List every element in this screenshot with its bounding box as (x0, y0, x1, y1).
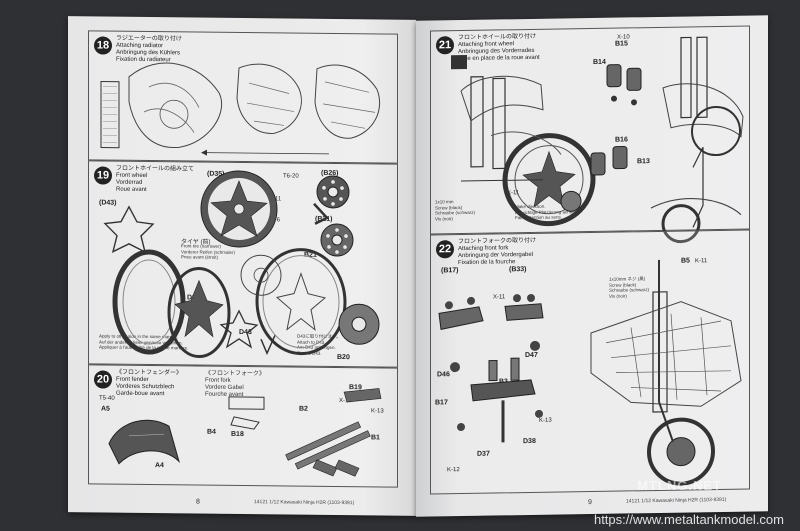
page-number: 8 (196, 498, 200, 506)
page-footer: 14121 1/12 Kawasaki Ninja H2R (1103-9391… (254, 499, 355, 507)
instruction-booklet: 18 ラジエーターの取り付け Attaching radiator Anbrin… (68, 15, 768, 517)
step-20-panel: 20 《フロントフェンダー》 Front fender Vorderes Sch… (88, 364, 398, 488)
page-footer: 14121 1/12 Kawasaki Ninja H2R (1103-9391… (626, 496, 727, 505)
left-page: 18 ラジエーターの取り付け Attaching radiator Anbrin… (68, 16, 416, 516)
step-19-panel: 19 フロントホイールの組み立て Front wheel Vorderrad R… (88, 160, 398, 368)
front-wheel-attach-diagram (451, 36, 744, 244)
front-fender-fork-diagram (108, 388, 382, 477)
front-fork-attach-diagram (438, 259, 742, 486)
right-page: 21 フロントホイールの取り付け Attaching front wheel A… (416, 15, 768, 517)
watermark-brand: MTLNG.NET (637, 478, 722, 493)
front-wheel-diagram (103, 170, 380, 359)
watermark-url: https://www.metaltankmodel.com (593, 512, 784, 527)
step-21-panel: 21 フロントホイールの取り付け Attaching front wheel A… (430, 25, 750, 244)
step-22-panel: 22 フロントフォークの取り付け Attaching front fork An… (430, 229, 750, 495)
radiator-diagram (100, 62, 381, 156)
page-number: 9 (588, 499, 592, 507)
step-18-panel: 18 ラジエーターの取り付け Attaching radiator Anbrin… (88, 30, 398, 164)
